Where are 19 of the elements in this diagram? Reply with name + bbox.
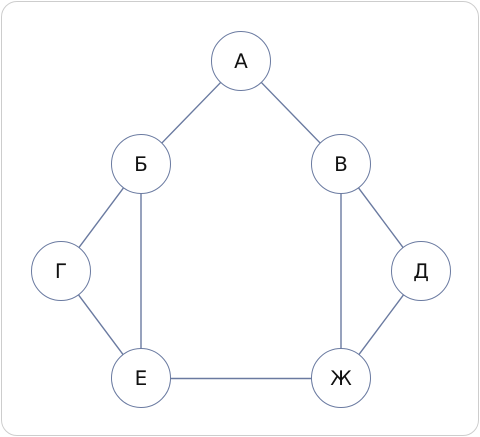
connector-line xyxy=(140,194,142,350)
connector-line xyxy=(78,187,124,249)
vertex-circle xyxy=(111,134,171,194)
vertex-label: Б xyxy=(134,154,148,174)
connector-line xyxy=(170,378,312,380)
connector-line xyxy=(260,82,322,144)
vertex-label: Е xyxy=(134,368,148,388)
vertex-circle xyxy=(211,31,271,91)
connector-line xyxy=(340,194,342,350)
vertex-label: Ж xyxy=(330,368,352,388)
vertex-label: Г xyxy=(54,261,68,281)
connector-line xyxy=(358,294,404,356)
connector-line xyxy=(358,187,404,249)
vertex-label: А xyxy=(234,51,248,71)
vertex-circle xyxy=(311,134,371,194)
connector-line xyxy=(78,294,124,356)
connector-line xyxy=(160,82,222,144)
vertex-label: Д xyxy=(413,261,429,281)
vertex-label: В xyxy=(334,154,348,174)
